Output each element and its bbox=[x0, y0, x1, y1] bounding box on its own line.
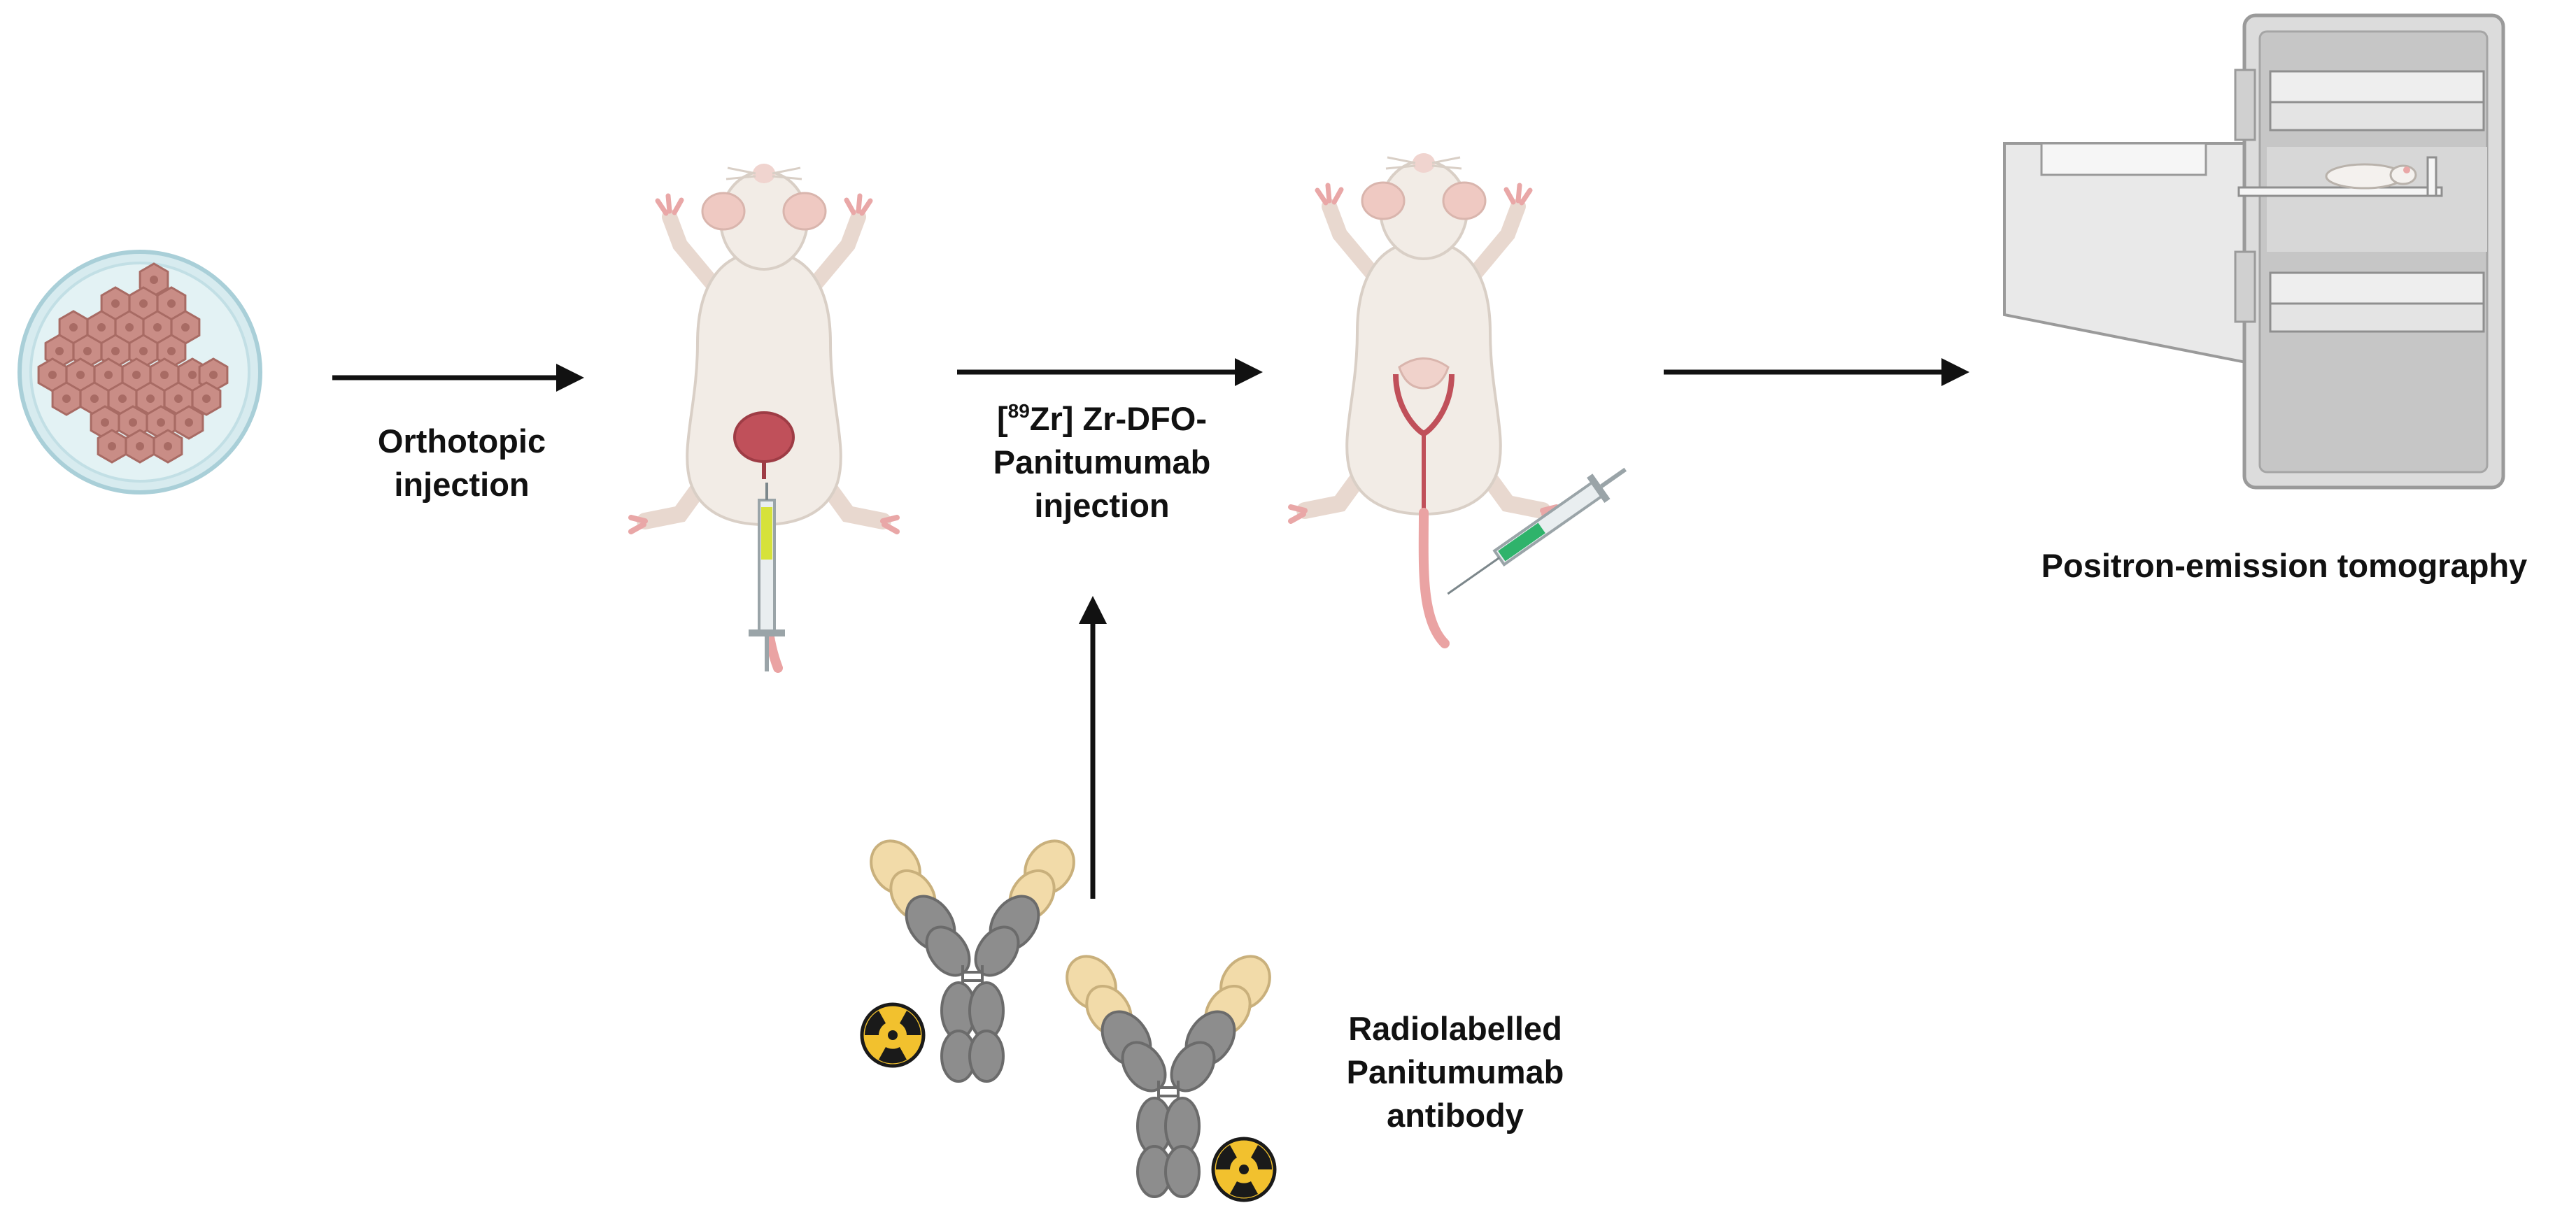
arrow-1 bbox=[332, 364, 584, 392]
cell-nucleus bbox=[139, 299, 148, 308]
cell-nucleus bbox=[129, 418, 137, 427]
pet-label: Positron-emission tomography bbox=[2001, 544, 2568, 588]
arrow-up bbox=[1079, 596, 1107, 899]
antibody-line-1: Radiolabelled bbox=[1348, 1010, 1562, 1047]
zr-line-1: [89Zr] Zr-DFO- bbox=[951, 397, 1252, 441]
cell-nucleus bbox=[209, 371, 218, 379]
cell-nucleus bbox=[136, 442, 144, 450]
zr-line-2: Panitumumab bbox=[993, 443, 1211, 481]
zr-line-3: injection bbox=[1034, 487, 1170, 524]
radiolabelled-antibody-label: Radiolabelled Panitumumab antibody bbox=[1322, 1007, 1588, 1137]
cell-nucleus bbox=[125, 323, 134, 332]
radiation-icon bbox=[862, 1004, 923, 1066]
cell-nucleus bbox=[97, 323, 106, 332]
cell-nucleus bbox=[108, 442, 116, 450]
mouse-tail-vein-injection-icon bbox=[1291, 153, 1557, 648]
cell-nucleus bbox=[55, 347, 64, 355]
cell-nucleus bbox=[118, 394, 127, 403]
cell-nucleus bbox=[153, 323, 162, 332]
zr-isotope-rest: Zr] Zr-DFO- bbox=[1029, 400, 1208, 437]
zr-panitumumab-injection-label: [89Zr] Zr-DFO- Panitumumab injection bbox=[951, 397, 1252, 527]
pet-line: Positron-emission tomography bbox=[2041, 547, 2528, 584]
cell-nucleus bbox=[111, 347, 120, 355]
antibody-line-2: Panitumumab bbox=[1346, 1053, 1564, 1090]
pet-scanner-icon bbox=[2003, 13, 2505, 490]
cell-nucleus bbox=[146, 394, 155, 403]
syringe-green-icon bbox=[1447, 467, 1627, 595]
cell-nucleus bbox=[83, 347, 92, 355]
arrow-3 bbox=[1664, 358, 1969, 386]
cell-nucleus bbox=[174, 394, 183, 403]
petri-dish-cells-icon bbox=[17, 250, 262, 494]
cell-nucleus bbox=[157, 418, 165, 427]
cell-nucleus bbox=[188, 371, 197, 379]
cell-nucleus bbox=[104, 371, 113, 379]
cell-nucleus bbox=[185, 418, 193, 427]
cell-nucleus bbox=[202, 394, 211, 403]
radiation-icon bbox=[1213, 1139, 1275, 1200]
cell-nucleus bbox=[164, 442, 172, 450]
cell-nucleus bbox=[132, 371, 141, 379]
cell-nucleus bbox=[167, 299, 176, 308]
cell-nucleus bbox=[160, 371, 169, 379]
cell-nucleus bbox=[62, 394, 71, 403]
antibody-line-3: antibody bbox=[1387, 1097, 1524, 1134]
cell-nucleus bbox=[111, 299, 120, 308]
zr-isotope-mass: 89 bbox=[1007, 400, 1030, 422]
orthotopic-injection-label: Orthotopic injection bbox=[364, 420, 560, 506]
cell-nucleus bbox=[150, 276, 158, 284]
orthotopic-line-2: injection bbox=[394, 466, 530, 503]
cell-nucleus bbox=[48, 371, 57, 379]
arrow-2 bbox=[957, 358, 1263, 386]
cell-nucleus bbox=[181, 323, 190, 332]
cell-nucleus bbox=[76, 371, 85, 379]
zr-bracket: [ bbox=[996, 400, 1008, 437]
cell-nucleus bbox=[69, 323, 78, 332]
cell-nucleus bbox=[101, 418, 109, 427]
cell-nucleus bbox=[90, 394, 99, 403]
orthotopic-line-1: Orthotopic bbox=[377, 422, 546, 460]
cell-nucleus bbox=[139, 347, 148, 355]
syringe-yellow-icon bbox=[749, 483, 785, 671]
cell-nucleus bbox=[167, 347, 176, 355]
